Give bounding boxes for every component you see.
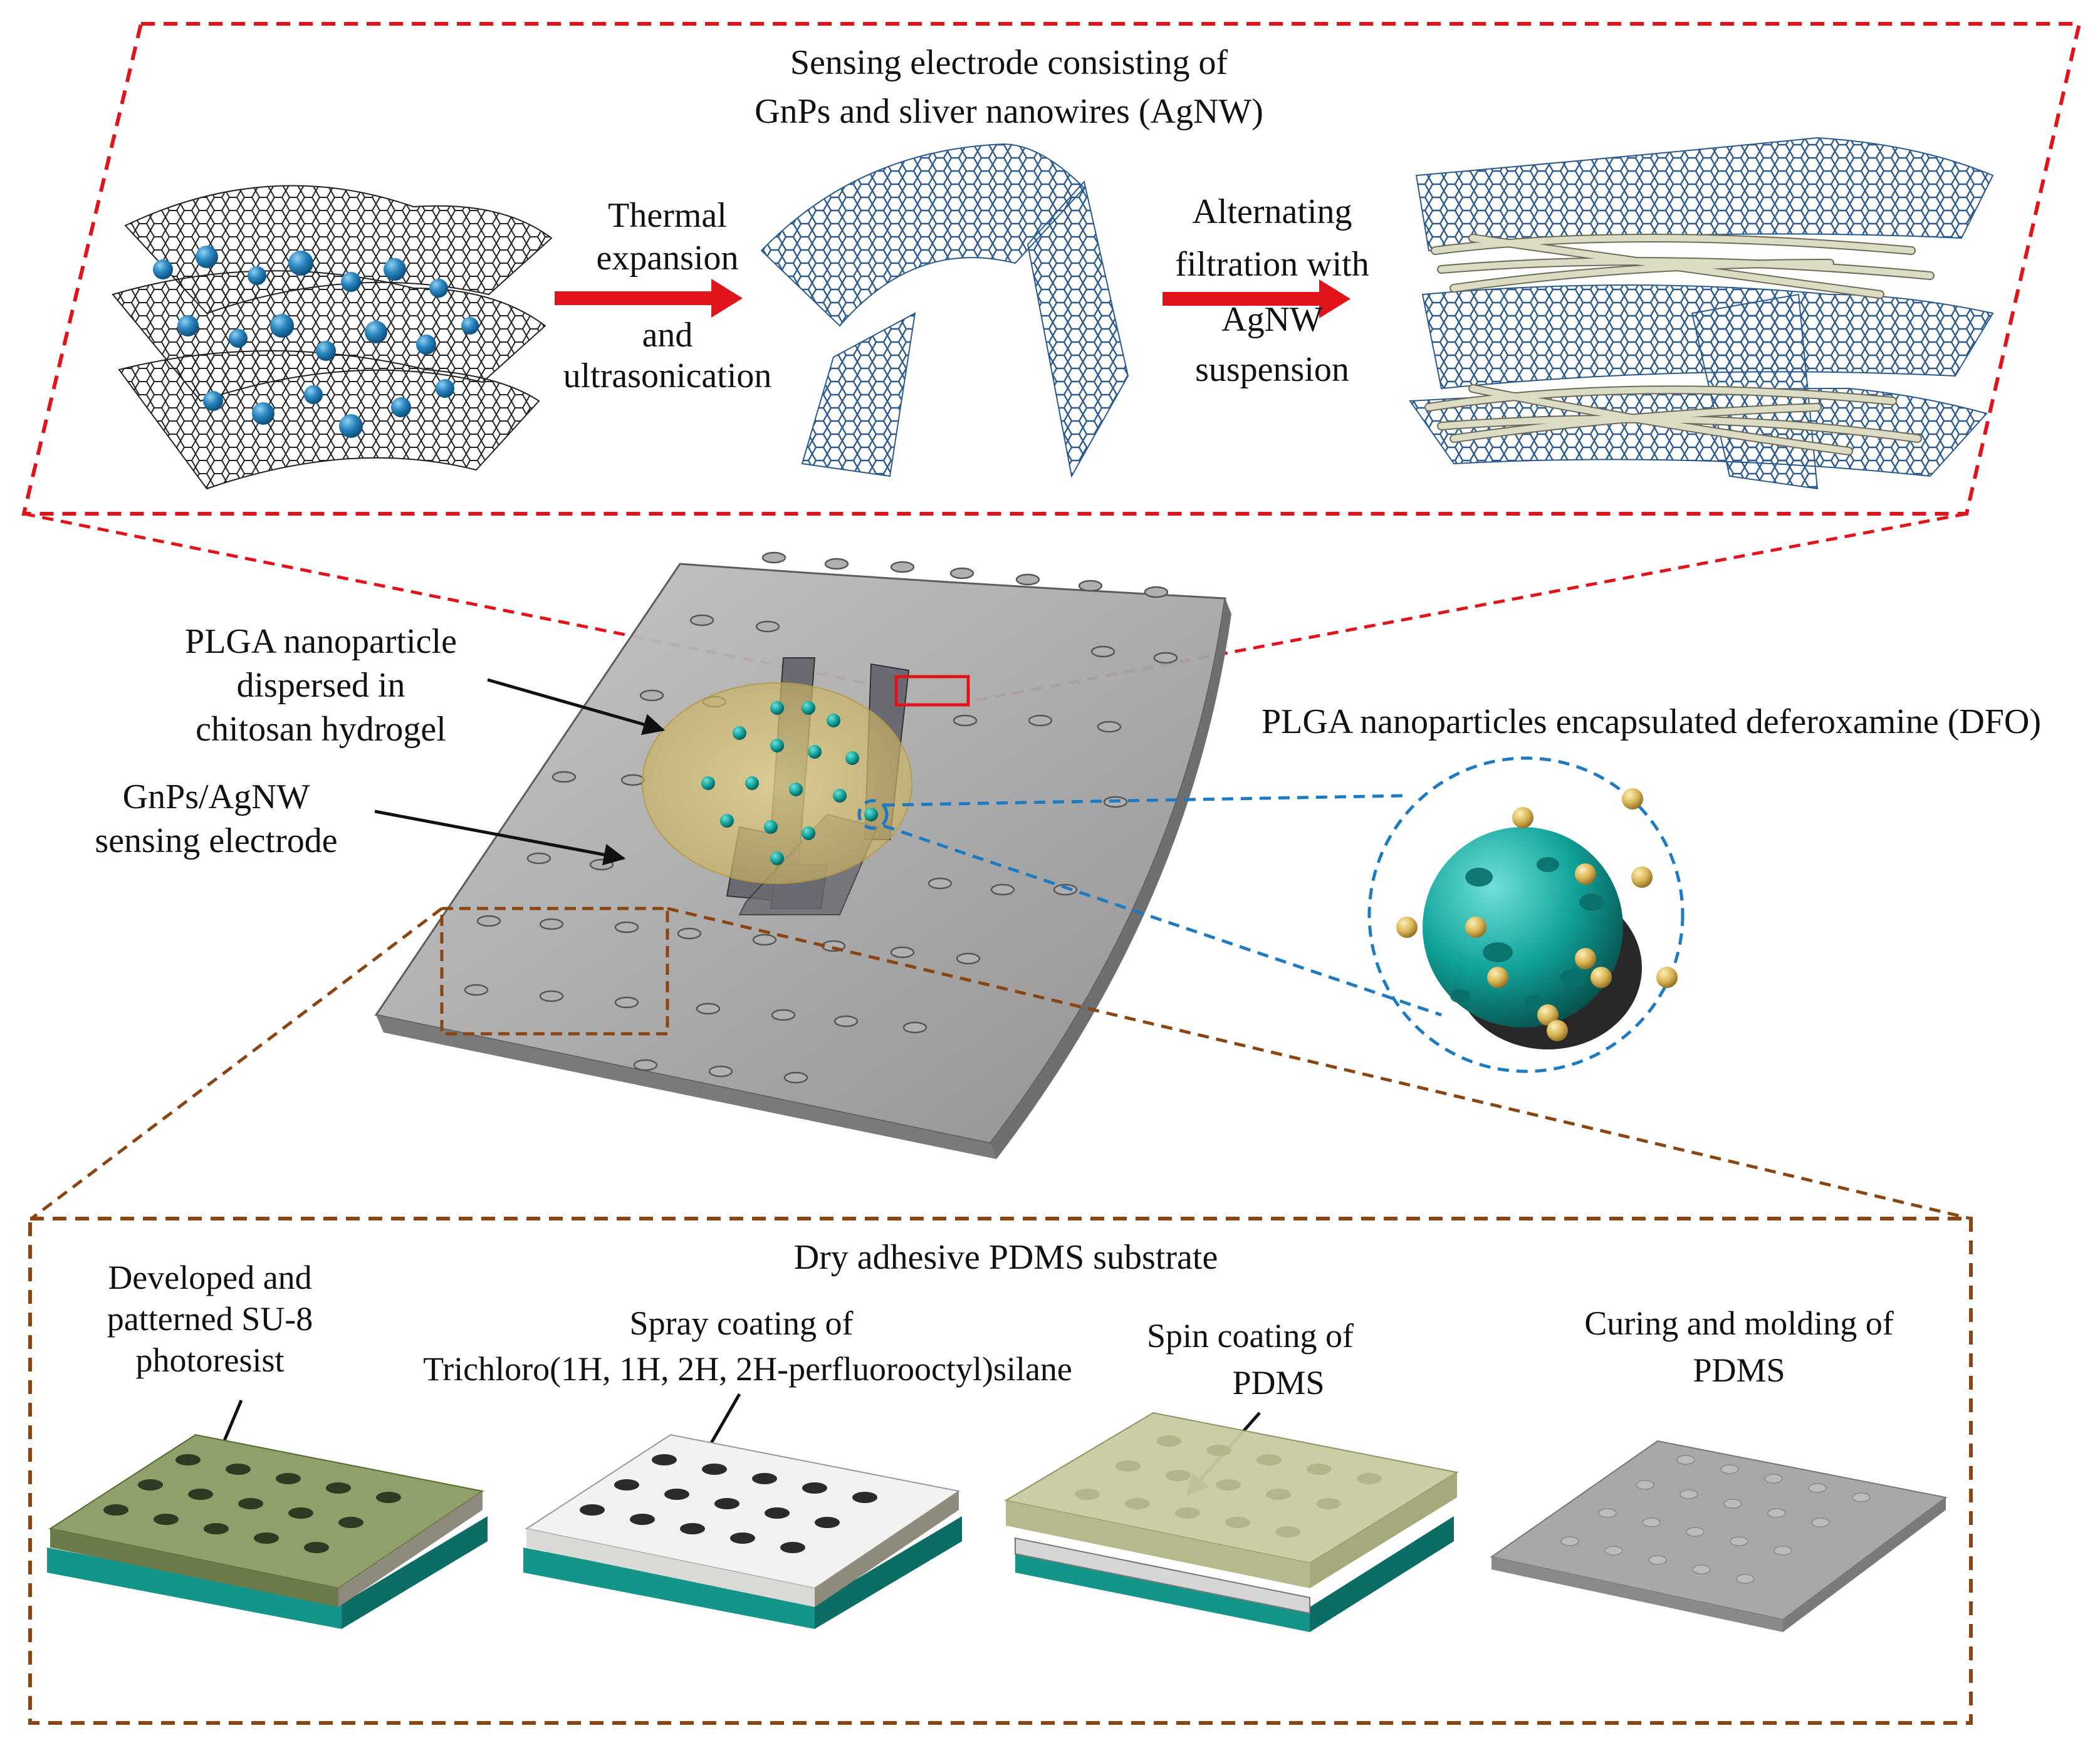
step2-label-line3: AgNW [1221, 300, 1323, 339]
su8-holes [103, 1454, 401, 1553]
substrate-zoom-box [440, 907, 669, 1036]
graphene-nanoplatelets-illustration [760, 143, 1129, 478]
su8-label-line2: patterned SU-8 [107, 1300, 313, 1338]
bottom-zoom-lines [30, 907, 1972, 1220]
step-arrow-1 [555, 279, 743, 318]
dfo-molecules [1396, 788, 1678, 1041]
gnp-pointer-arrow [374, 809, 626, 866]
silver-nanowires [1424, 234, 1935, 455]
step2-label-line1: Alternating [1192, 192, 1352, 231]
step1-label-line2: expansion [596, 239, 738, 278]
su8-label-line1: Developed and [108, 1259, 311, 1296]
cure-label-line1: Curing and molding of [1584, 1304, 1893, 1342]
wearable-device-illustration [374, 551, 1231, 1159]
dfo-zoom-circle [1367, 756, 1685, 1073]
plga-pointer-arrow [487, 678, 666, 736]
step-arrow-2 [1162, 279, 1350, 318]
electrode-zoom-box [894, 675, 970, 707]
cure-label-line2: PDMS [1693, 1351, 1785, 1389]
micro-pillar-array [464, 551, 1178, 1084]
step1-label-line1: Thermal [608, 196, 727, 235]
top-panel-title-line2: GnPs and sliver nanowires (AgNW) [755, 92, 1263, 131]
spin-label-line2: PDMS [1232, 1364, 1324, 1402]
bottom-panel-title: Dry adhesive PDMS substrate [794, 1238, 1218, 1277]
step2-label-line2: filtration with [1175, 245, 1369, 284]
su8-patterned-wafer [47, 1433, 488, 1629]
chitosan-hydrogel [642, 682, 912, 884]
spray-label-line2: Trichloro(1H, 1H, 2H, 2H-perfluorooctyl)… [423, 1350, 1072, 1388]
top-panel: Sensing electrode consisting of GnPs and… [21, 22, 2082, 516]
plga-label-line2: dispersed in [236, 666, 405, 705]
silane-holes [580, 1454, 877, 1553]
gnp-label-line1: GnPs/AgNW [123, 778, 310, 816]
nanoparticle-zoom-lines [857, 756, 1685, 1073]
step2-label-line4: suspension [1195, 350, 1349, 389]
dfo-label: PLGA nanoparticles encapsulated deferoxa… [1262, 702, 2041, 741]
intercalant-particles [153, 246, 479, 438]
gnp-label-line2: sensing electrode [95, 821, 337, 860]
cured-pdms-substrate [1490, 1440, 1948, 1632]
pdms-dimples [1075, 1435, 1382, 1537]
plga-label-line1: PLGA nanoparticle [185, 622, 457, 661]
silane-coated-wafer [523, 1433, 962, 1629]
step1-label-line4: ultrasonication [563, 356, 772, 395]
bottom-panel-border [28, 1217, 1973, 1725]
intercalated-graphite-illustration [112, 185, 553, 490]
top-panel-title-line1: Sensing electrode consisting of [790, 43, 1228, 82]
plga-label-line3: chitosan hydrogel [196, 710, 446, 749]
su8-label-line3: photoresist [136, 1341, 285, 1379]
bottom-panel: Dry adhesive PDMS substrate Developed an… [28, 1217, 1973, 1725]
gnp-agnw-composite-illustration [1409, 137, 1994, 490]
step1-label-line3: and [642, 316, 693, 355]
pdms-spin-coated-wafer [1004, 1412, 1459, 1632]
cured-pdms-pillars [1560, 1455, 1871, 1584]
plga-dfo-particle [1396, 788, 1678, 1049]
plga-nanoparticles-in-hydrogel [701, 701, 878, 865]
spin-label-line1: Spin coating of [1147, 1317, 1354, 1355]
spray-label-line1: Spray coating of [630, 1304, 854, 1342]
